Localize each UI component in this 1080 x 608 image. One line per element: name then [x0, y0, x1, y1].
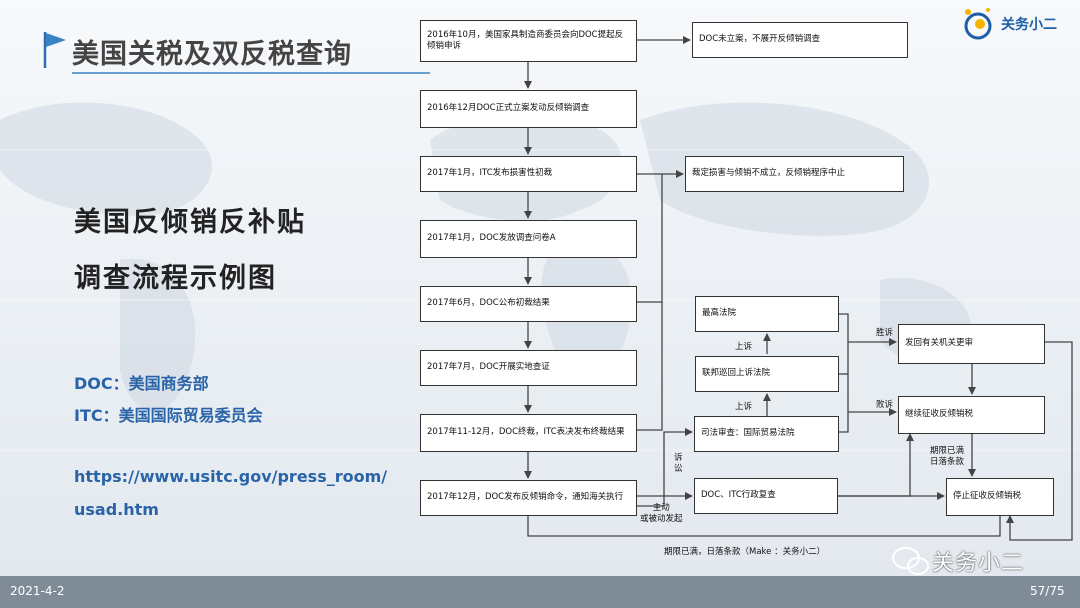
reference-url: https://www.usitc.gov/press_room/usad.ht… — [74, 467, 388, 519]
step-6-verification: 2017年7月，DOC开展实地查证 — [420, 350, 637, 386]
logo-text: 关务小二 — [1001, 17, 1057, 33]
step-7-final-determination: 2017年11-12月，DOC终裁，ITC表决发布终裁结果 — [420, 414, 637, 452]
box-stop-duty: 停止征收反倾销税 — [946, 478, 1054, 516]
box-federal-circuit: 联邦巡回上诉法院 — [695, 356, 839, 392]
box-remand: 发回有关机关更审 — [898, 324, 1045, 364]
label-active-passive: 主动 或被动发起 — [640, 503, 683, 525]
footer-page-number: 57/75 — [1030, 584, 1065, 598]
step-1-petition: 2016年10月，美国家具制造商委员会向DOC提起反倾销申诉 — [420, 20, 637, 62]
slide-title-area: 美国关税及双反税查询 — [42, 28, 430, 76]
label-expiry: 期限已满 日落条款 — [930, 446, 965, 468]
step-4-questionnaire: 2017年1月，DOC发放调查问卷A — [420, 220, 637, 258]
box-terminate: 裁定损害与倾销不成立，反倾销程序中止 — [685, 156, 904, 192]
diagram-subtitle-line1: 美国反倾销反补贴 — [74, 207, 306, 238]
label-litigation: 诉讼 — [674, 453, 683, 475]
page-title: 美国关税及双反税查询 — [72, 39, 352, 70]
label-appeal-upper: 上诉 — [735, 342, 753, 352]
step-5-doc-prelim: 2017年6月，DOC公布初裁结果 — [420, 286, 637, 322]
flag-icon — [43, 32, 66, 68]
label-lose: 败诉 — [876, 400, 894, 410]
wechat-icon — [892, 547, 929, 575]
box-supreme-court: 最高法院 — [695, 296, 839, 332]
step-2-case-filed: 2016年12月DOC正式立案发动反倾销调查 — [420, 90, 637, 128]
diagram-subtitle-line2: 调查流程示例图 — [74, 263, 277, 294]
wechat-watermark-text: 关务小二 — [932, 551, 1025, 576]
box-continue-duty: 继续征收反倾销税 — [898, 396, 1045, 434]
box-admin-review: DOC、ITC行政复查 — [694, 478, 838, 514]
step-8-order: 2017年12月，DOC发布反倾销命令，通知海关执行 — [420, 480, 637, 516]
footer-bar — [0, 576, 1080, 608]
label-appeal-lower: 上诉 — [735, 402, 753, 412]
box-judicial-review: 司法审查：国际贸易法院 — [694, 416, 839, 452]
abbr-doc: DOC：美国商务部 — [74, 374, 209, 393]
footer-date: 2021-4-2 — [10, 584, 65, 598]
step-3-itc-prelim: 2017年1月，ITC发布损害性初裁 — [420, 156, 637, 192]
logo-icon — [964, 8, 992, 40]
abbr-itc: ITC：美国国际贸易委员会 — [74, 406, 263, 425]
label-bottom-expiry: 期限已满，日落条款（Make ：关务小二） — [664, 547, 826, 557]
title-underline — [72, 72, 430, 74]
box-no-case: DOC未立案，不展开反倾销调查 — [692, 22, 908, 58]
label-win: 胜诉 — [876, 328, 894, 338]
